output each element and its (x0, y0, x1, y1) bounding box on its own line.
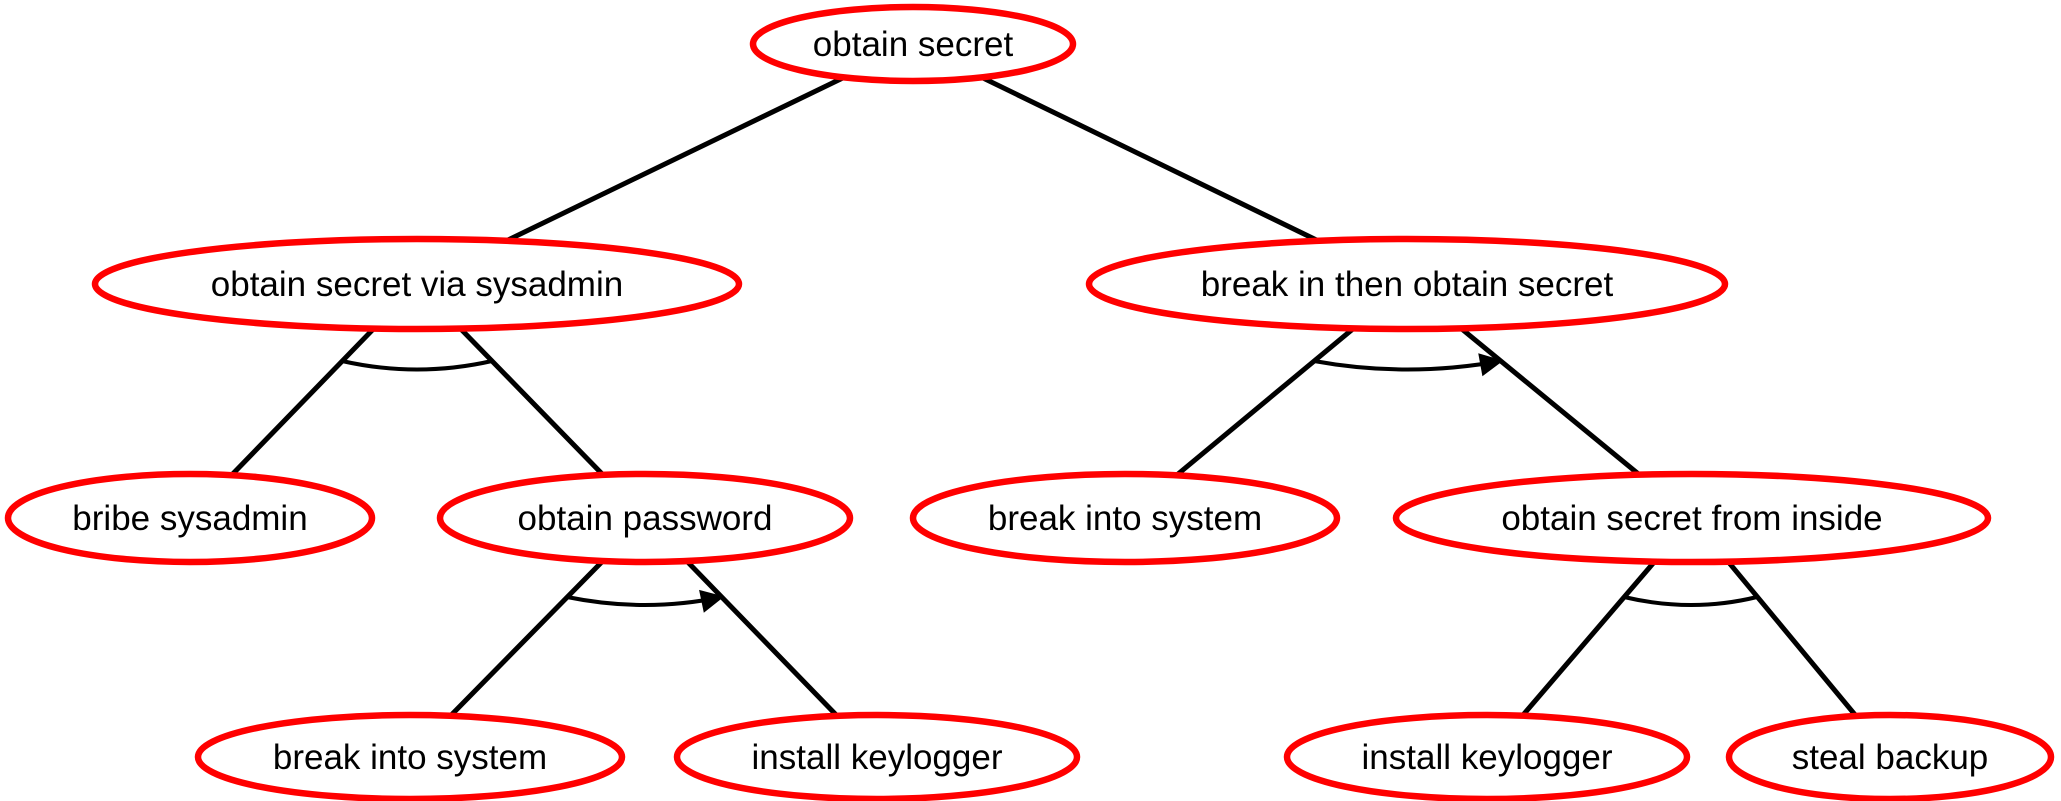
sand-arrow-arc-break-in-then-obtain-secret (1313, 353, 1504, 377)
node-install-keylogger-left-ellipse (673, 711, 1081, 801)
node-break-in-then-obtain-secret-ellipse (1085, 235, 1729, 333)
node-break-into-system-leaf: break into system (194, 711, 626, 801)
node-break-into-system-mid-ellipse (909, 470, 1341, 566)
node-obtain-secret-label: obtain secret (813, 25, 1014, 64)
node-obtain-secret-ellipse (749, 3, 1077, 85)
node-obtain-password-ellipse (436, 470, 854, 566)
node-break-into-system-leaf-label: break into system (273, 738, 547, 777)
node-install-keylogger-right-ellipse (1283, 711, 1691, 801)
node-obtain-password: obtain password (436, 470, 854, 566)
node-install-keylogger-left: install keylogger (673, 711, 1081, 801)
node-install-keylogger-right-label: install keylogger (1362, 738, 1613, 777)
node-steal-backup-label: steal backup (1792, 738, 1989, 777)
node-steal-backup-ellipse (1725, 711, 2055, 801)
and-arc-obtain-secret-from-inside (1623, 595, 1758, 607)
node-steal-backup: steal backup (1725, 711, 2055, 801)
node-obtain-secret-from-inside-ellipse (1392, 470, 1992, 566)
node-break-in-then-obtain-secret: break in then obtain secret (1085, 235, 1729, 333)
node-layer: obtain secret obtain secret via sysadmin… (4, 3, 2055, 801)
node-obtain-secret-from-inside: obtain secret from inside (1392, 470, 1992, 566)
node-obtain-secret: obtain secret (749, 3, 1077, 85)
node-break-into-system-leaf-ellipse (194, 711, 626, 801)
node-bribe-sysadmin: bribe sysadmin (4, 470, 376, 566)
node-break-into-system-mid: break into system (909, 470, 1341, 566)
operator-arc-layer (341, 353, 1758, 613)
node-break-in-then-obtain-secret-label: break in then obtain secret (1201, 265, 1614, 304)
edge-layer (188, 41, 1892, 759)
node-obtain-secret-from-inside-label: obtain secret from inside (1501, 499, 1882, 538)
node-obtain-password-label: obtain password (518, 499, 773, 538)
node-bribe-sysadmin-label: bribe sysadmin (72, 499, 307, 538)
node-install-keylogger-right: install keylogger (1283, 711, 1691, 801)
node-break-into-system-mid-label: break into system (988, 499, 1262, 538)
node-obtain-secret-via-sysadmin-ellipse (91, 235, 743, 333)
node-obtain-secret-via-sysadmin-label: obtain secret via sysadmin (211, 265, 623, 304)
node-install-keylogger-left-label: install keylogger (752, 738, 1003, 777)
node-bribe-sysadmin-ellipse (4, 470, 376, 566)
node-obtain-secret-via-sysadmin: obtain secret via sysadmin (91, 235, 743, 333)
sand-arrow-arc-obtain-password (566, 589, 725, 613)
and-arc-obtain-secret-via-sysadmin (341, 359, 493, 372)
